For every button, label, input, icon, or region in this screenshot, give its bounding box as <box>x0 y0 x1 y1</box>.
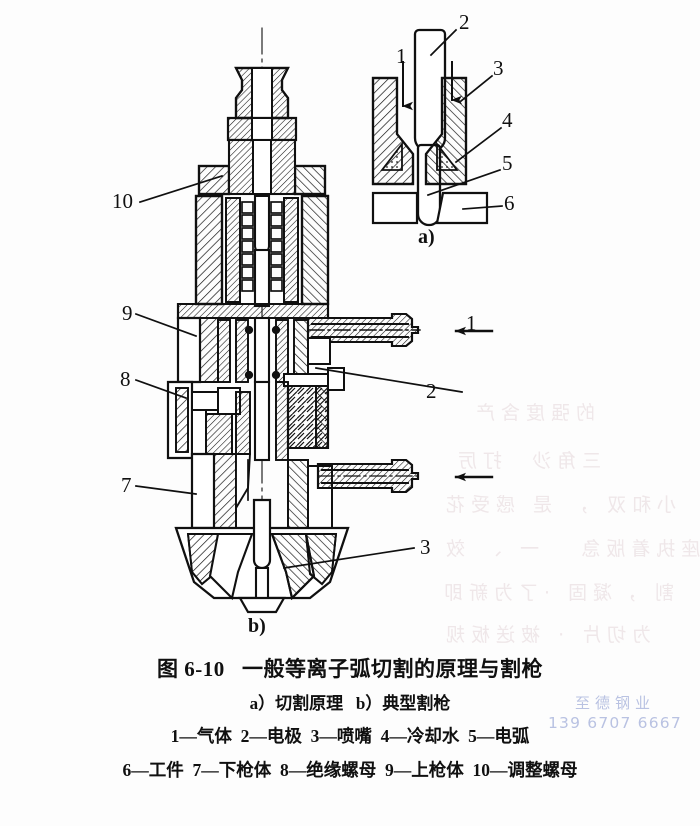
water-inlet-fitting-part <box>316 458 421 494</box>
diagram-b-group <box>134 27 494 614</box>
figure-title: 图 6-10 一般等离子弧切割的原理与割枪 <box>157 657 543 681</box>
insulation-block-part <box>283 367 345 450</box>
diagram-a-group <box>371 28 503 227</box>
callout-labels-group: 1 2 3 4 5 6 10 9 8 7 1 2 3 <box>112 10 515 559</box>
callout-a-6: 6 <box>504 191 515 215</box>
figure-caption-block: 图 6-10 一般等离子弧切割的原理与割枪 a）切割原理 b）典型割枪 1—气体… <box>0 656 700 782</box>
insulating-nut-part <box>166 380 251 460</box>
adjusting-nut-part <box>197 138 327 196</box>
callout-b-7: 7 <box>121 473 132 497</box>
leader-b-3 <box>283 547 415 569</box>
leader-a-6 <box>462 205 503 210</box>
upper-body-shell-part <box>194 194 330 308</box>
spring-coil-right <box>270 201 283 292</box>
nozzle-left-part <box>371 76 415 186</box>
figure-legend-line-2: 6—工件 7—下枪体 8—绝缘螺母 9—上枪体 10—调整螺母 <box>122 760 578 781</box>
callout-b-8: 8 <box>120 367 131 391</box>
leader-a-2 <box>429 28 458 57</box>
electrode-part <box>413 28 447 153</box>
sublabel-b: b) <box>248 615 266 637</box>
callout-b-1: 1 <box>466 311 477 335</box>
callout-b-3: 3 <box>420 535 431 559</box>
callout-a-1: 1 <box>396 44 407 68</box>
leader-a-3 <box>459 74 494 103</box>
gas-inlet-fitting-part <box>306 312 421 365</box>
leader-b-9 <box>134 312 198 338</box>
center-bore-mid <box>253 380 271 462</box>
spring-coil-left <box>241 201 254 292</box>
callout-b-2: 2 <box>426 379 437 403</box>
callout-a-3: 3 <box>493 56 504 80</box>
callout-b-9: 9 <box>122 301 133 325</box>
leader-b-8 <box>134 378 188 400</box>
callout-b-10: 10 <box>112 189 133 213</box>
figure-legend-line-1: 1—气体 2—电极 3—喷嘴 4—冷却水 5—电弧 <box>170 726 530 747</box>
nozzle-right-part <box>424 76 468 186</box>
figure-subcaption: a）切割原理 b）典型割枪 <box>249 694 451 714</box>
leader-b-2 <box>315 367 463 393</box>
callout-a-4: 4 <box>502 108 513 132</box>
leader-b-7 <box>135 485 197 495</box>
upper-flange-part <box>176 302 330 320</box>
workpiece-left-part <box>371 191 419 225</box>
upper-body-part <box>176 316 309 384</box>
workpiece-right-part <box>435 191 489 225</box>
leader-b-10 <box>138 174 224 204</box>
sublabels-group: a) b) <box>248 226 435 637</box>
leader-a-4 <box>454 126 503 164</box>
callout-a-2: 2 <box>459 10 470 34</box>
sublabel-a: a) <box>418 226 435 248</box>
callout-a-5: 5 <box>502 151 513 175</box>
leader-a-5 <box>426 168 502 197</box>
top-cap-part <box>226 66 298 142</box>
